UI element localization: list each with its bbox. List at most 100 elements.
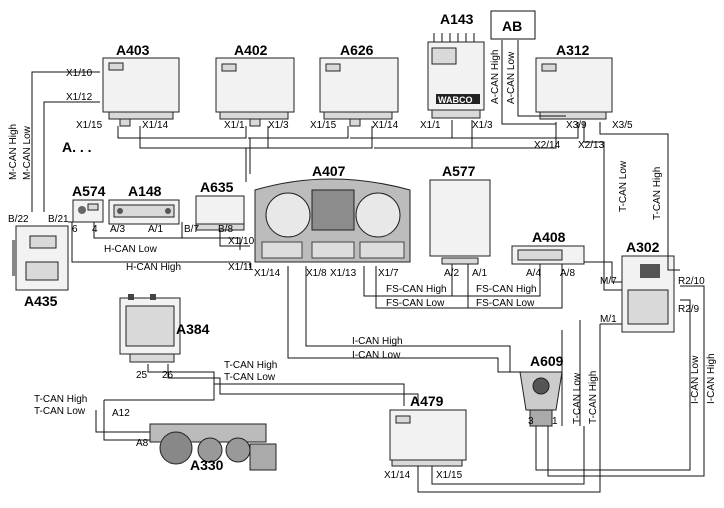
label-a402: A402 [234, 42, 268, 58]
label-a302: A302 [626, 239, 660, 255]
module-a403 [102, 57, 180, 127]
pin-a402-x1-1: X1/1 [224, 120, 245, 131]
pin-x1-10: X1/10 [66, 68, 93, 79]
signal-m-can-low: M-CAN Low [22, 125, 33, 180]
signal-h-can-high: H-CAN High [126, 262, 181, 273]
pin-b8: B/8 [218, 224, 233, 235]
wabco-logo-text: WABCO [438, 95, 473, 105]
pin-b22: B/22 [8, 214, 29, 225]
pin-a12: A12 [112, 408, 130, 419]
pin-3: 3 [528, 416, 534, 427]
pin-x1-12: X1/12 [66, 92, 93, 103]
signal-a-can-high: A-CAN High [490, 50, 501, 104]
pin-a1-a148: A/1 [148, 224, 163, 235]
pin-a402-x1-3: X1/3 [268, 120, 289, 131]
module-a402 [215, 57, 295, 127]
pin-a3: A/3 [110, 224, 125, 235]
pin-4: 4 [92, 224, 98, 235]
pin-r2-9: R2/9 [678, 304, 700, 315]
pin-x1-14-a407: X1/14 [254, 268, 281, 279]
signal-t-can-low-a312: T-CAN Low [618, 160, 629, 212]
signal-m-can-high: M-CAN High [8, 124, 19, 180]
pin-25: 25 [136, 370, 148, 381]
pin-a403-x1-14: X1/14 [142, 120, 169, 131]
module-ab [490, 10, 536, 40]
label-ab: AB [502, 18, 522, 34]
module-a626 [319, 57, 399, 127]
pin-x3-9: X3/9 [566, 120, 587, 131]
label-a148: A148 [128, 183, 162, 199]
signal-i-can-low-a302: I-CAN Low [690, 355, 701, 404]
module-a407 [254, 178, 411, 263]
pin-a4: A/4 [526, 268, 541, 279]
module-a384 [119, 294, 181, 363]
signal-fs-can-low-2: FS-CAN Low [476, 298, 535, 309]
module-a148 [108, 199, 180, 225]
pin-m7: M/7 [600, 276, 617, 287]
signal-i-can-high-a302: I-CAN High [706, 353, 717, 404]
signal-t-can-low-a384: T-CAN Low [224, 372, 276, 383]
signal-i-can-high: I-CAN High [352, 336, 403, 347]
signal-fs-can-high-1: FS-CAN High [386, 284, 447, 295]
module-a302 [621, 255, 675, 333]
signal-t-can-low-a609: T-CAN Low [572, 372, 583, 424]
module-a635 [195, 195, 245, 231]
label-a574: A574 [72, 183, 106, 199]
signal-t-can-low-a330: T-CAN Low [34, 406, 86, 417]
module-a408 [511, 245, 585, 265]
label-a435: A435 [24, 293, 58, 309]
pin-x1-10-a407: X1/10 [228, 236, 255, 247]
pin-b21: B/21 [48, 214, 69, 225]
module-a143 [427, 33, 485, 119]
pin-x1-8: X1/8 [306, 268, 327, 279]
pin-a2: A/2 [444, 268, 459, 279]
pin-a143-x1-1: X1/1 [420, 120, 441, 131]
pin-a143-x1-3: X1/3 [472, 120, 493, 131]
pin-x1-7: X1/7 [378, 268, 399, 279]
label-a635: A635 [200, 179, 234, 195]
signal-h-can-low: H-CAN Low [104, 244, 158, 255]
wires [31, 40, 705, 493]
pin-x1-11: X1/11 [228, 262, 254, 273]
signal-i-can-low: I-CAN Low [352, 350, 401, 361]
pin-a626-x1-15: X1/15 [310, 120, 337, 131]
pin-a479-x1-14: X1/14 [384, 470, 411, 481]
signal-t-can-high-a609: T-CAN High [588, 371, 599, 424]
signal-fs-can-low-1: FS-CAN Low [386, 298, 445, 309]
pin-b7: B/7 [184, 224, 199, 235]
signal-fs-can-high-2: FS-CAN High [476, 284, 537, 295]
label-a407: A407 [312, 163, 346, 179]
label-a626: A626 [340, 42, 374, 58]
pin-a1-a577: A/1 [472, 268, 487, 279]
module-a330 [149, 423, 277, 471]
label-a408: A408 [532, 229, 566, 245]
module-a574 [72, 199, 104, 223]
signal-a-can-low: A-CAN Low [506, 51, 517, 104]
label-a479: A479 [410, 393, 444, 409]
pin-a479-x1-15: X1/15 [436, 470, 463, 481]
pin-r2-10: R2/10 [678, 276, 705, 287]
label-ellipsis: A. . . [62, 139, 92, 155]
pin-m1: M/1 [600, 314, 617, 325]
signal-t-can-high-a312: T-CAN High [652, 167, 663, 220]
pin-x1-13: X1/13 [330, 268, 357, 279]
label-a143: A143 [440, 11, 474, 27]
label-a609: A609 [530, 353, 564, 369]
pin-26: 26 [162, 370, 174, 381]
pin-x3-5: X3/5 [612, 120, 633, 131]
label-a312: A312 [556, 42, 590, 58]
pin-a8: A/8 [560, 268, 575, 279]
pin-a626-x1-14: X1/14 [372, 120, 399, 131]
pin-1: 1 [552, 416, 558, 427]
label-a330: A330 [190, 457, 224, 473]
module-a435 [12, 225, 69, 291]
pin-x2-14: X2/14 [534, 140, 561, 151]
pin-a403-x1-15: X1/15 [76, 120, 103, 131]
module-a577 [429, 179, 491, 265]
signal-t-can-high-a330: T-CAN High [34, 394, 87, 405]
module-a609 [519, 371, 563, 427]
label-a403: A403 [116, 42, 150, 58]
pin-6: 6 [72, 224, 78, 235]
signal-t-can-high-a384: T-CAN High [224, 360, 277, 371]
